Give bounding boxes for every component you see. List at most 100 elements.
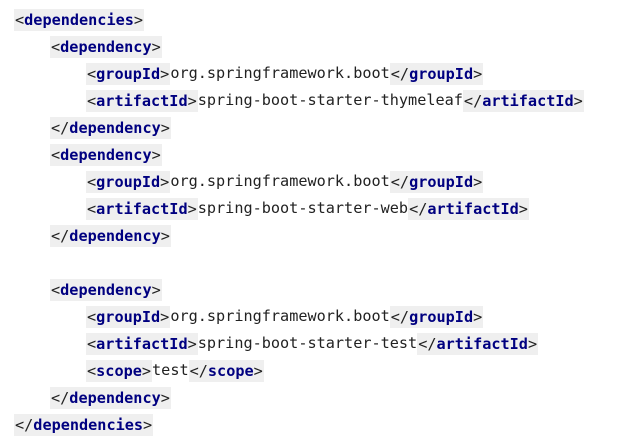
tag-name: artifactId [482,91,574,110]
tag-bracket: > [151,37,161,56]
element-text: org.springframework.boot [170,172,390,190]
xml-open-tag: <dependency> [50,143,162,166]
tag-name: groupId [409,307,474,326]
xml-close-tag: </scope> [188,359,264,382]
code-line[interactable]: <dependency> [0,276,622,303]
tag-bracket: < [87,361,97,380]
tag-bracket: < [51,145,61,164]
tag-bracket: </ [51,118,70,137]
tag-bracket: > [253,361,263,380]
code-line[interactable]: </dependencies> [0,411,622,438]
tag-bracket: < [87,91,97,110]
code-line[interactable]: <artifactId>spring-boot-starter-web</art… [0,195,622,222]
tag-bracket: </ [463,91,483,110]
xml-close-tag: </dependency> [50,116,171,139]
code-line[interactable]: <artifactId>spring-boot-starter-thymelea… [0,87,622,114]
element-text: spring-boot-starter-thymeleaf [197,91,463,109]
tag-bracket: > [160,388,170,407]
tag-bracket: < [51,280,61,299]
xml-close-tag: </groupId> [389,170,484,193]
tag-bracket: > [187,91,197,110]
tag-bracket: </ [51,226,70,245]
xml-open-tag: <dependency> [50,35,162,58]
code-line[interactable]: </dependency> [0,114,622,141]
tag-name: artifactId [96,334,188,353]
tag-bracket: > [473,64,483,83]
tag-bracket: > [133,10,144,29]
tag-bracket: > [160,226,170,245]
element-text: org.springframework.boot [170,64,390,82]
tag-bracket: </ [418,334,437,353]
tag-name: dependency [69,388,161,407]
code-line[interactable]: <groupId>org.springframework.boot</group… [0,168,622,195]
xml-close-tag: </dependencies> [14,413,154,436]
tag-bracket: > [143,415,153,434]
element-text: org.springframework.boot [170,307,390,325]
tag-bracket: < [87,64,97,83]
tag-bracket: > [151,145,161,164]
tag-name: dependencies [33,415,144,434]
xml-close-tag: </artifactId> [417,332,539,355]
code-line[interactable]: </dependency> [0,222,622,249]
tag-name: scope [207,361,254,380]
tag-bracket: < [87,334,97,353]
tag-name: dependency [60,145,152,164]
code-line[interactable]: <artifactId>spring-boot-starter-test</ar… [0,330,622,357]
tag-bracket: > [527,334,538,353]
tag-bracket: > [151,280,161,299]
code-line[interactable] [0,249,622,276]
tag-name: groupId [409,172,474,191]
tag-name: artifactId [436,334,528,353]
tag-bracket: > [187,334,197,353]
tag-bracket: </ [189,361,208,380]
code-line[interactable]: <dependencies> [0,6,622,33]
tag-name: artifactId [96,91,188,110]
tag-bracket: </ [390,172,410,191]
tag-bracket: </ [51,388,70,407]
tag-bracket: > [518,199,528,218]
code-line[interactable]: <dependency> [0,33,622,60]
tag-name: groupId [96,172,161,191]
tag-name: artifactId [96,199,188,218]
tag-bracket: < [87,172,97,191]
xml-open-tag: <groupId> [86,62,171,85]
tag-bracket: </ [409,199,428,218]
xml-open-tag: <groupId> [86,305,171,328]
xml-open-tag: <artifactId> [86,197,198,220]
tag-name: dependency [60,37,152,56]
tag-bracket: > [473,172,483,191]
code-line[interactable]: </dependency> [0,384,622,411]
xml-close-tag: </dependency> [50,386,171,409]
xml-close-tag: </groupId> [389,62,484,85]
xml-open-tag: <groupId> [86,170,171,193]
tag-bracket: > [187,199,197,218]
tag-bracket: < [87,199,97,218]
tag-name: groupId [96,307,161,326]
xml-close-tag: </dependency> [50,224,171,247]
xml-close-tag: </artifactId> [462,89,584,112]
tag-name: dependency [60,280,152,299]
element-text: spring-boot-starter-web [197,199,409,217]
xml-close-tag: </artifactId> [408,197,529,220]
element-text: spring-boot-starter-test [197,334,418,352]
tag-bracket: > [160,118,170,137]
tag-bracket: </ [15,415,34,434]
code-line[interactable]: <dependency> [0,141,622,168]
tag-name: artifactId [427,199,519,218]
element-text: test [152,361,189,379]
tag-bracket: < [51,37,61,56]
xml-close-tag: </groupId> [389,305,484,328]
tag-bracket: </ [390,307,410,326]
xml-open-tag: <dependency> [50,278,162,301]
xml-open-tag: <dependencies> [14,8,145,31]
code-line[interactable]: <groupId>org.springframework.boot</group… [0,303,622,330]
tag-bracket: > [473,307,483,326]
tag-bracket: > [141,361,152,380]
code-line[interactable]: <scope>test</scope> [0,357,622,384]
tag-name: dependencies [24,10,134,29]
tag-name: groupId [409,64,474,83]
code-line[interactable]: <groupId>org.springframework.boot</group… [0,60,622,87]
tag-bracket: < [15,10,25,29]
tag-name: dependency [69,226,161,245]
